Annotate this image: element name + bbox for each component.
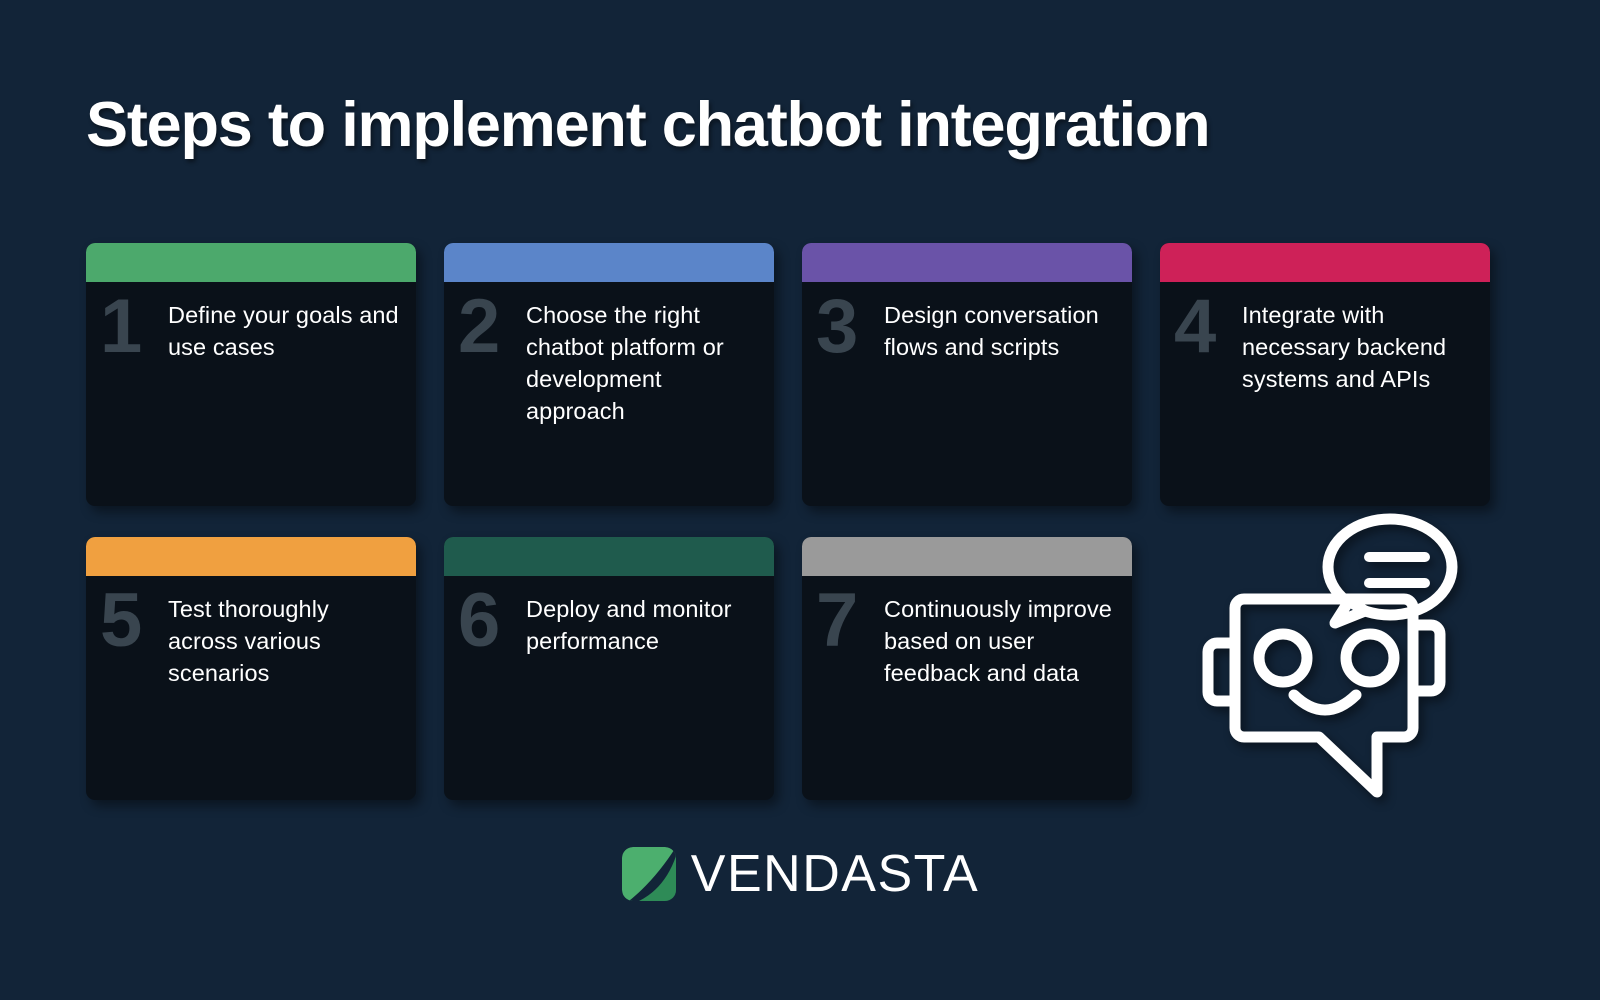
step-number: 7: [816, 578, 858, 663]
step-card-accent-bar: [802, 537, 1132, 576]
step-number: 4: [1174, 284, 1216, 369]
step-label: Design conversation flows and scripts: [884, 302, 1099, 360]
footer-logo: VENDASTA: [0, 846, 1600, 902]
step-label: Choose the right chatbot platform or dev…: [526, 302, 724, 424]
step-label: Integrate with necessary backend systems…: [1242, 302, 1447, 392]
step-card-1[interactable]: 1 Define your goals and use cases: [86, 243, 416, 506]
step-card-accent-bar: [1160, 243, 1490, 282]
speech-bubble-tail: [1329, 595, 1371, 629]
step-label: Test thoroughly across various scenarios: [168, 596, 329, 686]
step-card-accent-bar: [86, 537, 416, 576]
vendasta-mark-svg: [621, 847, 676, 901]
step-number: 5: [100, 578, 142, 663]
step-card-body: 3 Design conversation flows and scripts: [802, 282, 1132, 506]
step-label: Deploy and monitor performance: [526, 596, 732, 654]
robot-ear-left: [1202, 637, 1241, 707]
steps-row-1: 1 Define your goals and use cases 2 Choo…: [86, 243, 1494, 506]
vendasta-logo-mark: [621, 846, 677, 902]
robot-ear-right: [1407, 619, 1446, 697]
steps-grid: 1 Define your goals and use cases 2 Choo…: [86, 243, 1494, 800]
step-card-accent-bar: [444, 537, 774, 576]
step-label: Define your goals and use cases: [168, 302, 399, 360]
step-card-body: 7 Continuously improve based on user fee…: [802, 576, 1132, 800]
step-card-body: 4 Integrate with necessary backend syste…: [1160, 282, 1490, 506]
step-number: 6: [458, 578, 500, 663]
step-card-6[interactable]: 6 Deploy and monitor performance: [444, 537, 774, 800]
step-card-5[interactable]: 5 Test thoroughly across various scenari…: [86, 537, 416, 800]
steps-row-2: 5 Test thoroughly across various scenari…: [86, 537, 1494, 800]
step-card-body: 2 Choose the right chatbot platform or d…: [444, 282, 774, 506]
speech-bubble-icon: [1322, 513, 1458, 621]
step-card-body: 5 Test thoroughly across various scenari…: [86, 576, 416, 800]
page-title: Steps to implement chatbot integration: [86, 90, 1211, 160]
step-number: 3: [816, 284, 858, 369]
step-card-accent-bar: [802, 243, 1132, 282]
robot-eye-left: [1253, 628, 1313, 688]
step-card-accent-bar: [86, 243, 416, 282]
chatbot-robot-icon: [1163, 495, 1473, 805]
step-card-body: 6 Deploy and monitor performance: [444, 576, 774, 800]
step-card-7[interactable]: 7 Continuously improve based on user fee…: [802, 537, 1132, 800]
step-label: Continuously improve based on user feedb…: [884, 596, 1112, 686]
step-card-3[interactable]: 3 Design conversation flows and scripts: [802, 243, 1132, 506]
step-card-4[interactable]: 4 Integrate with necessary backend syste…: [1160, 243, 1490, 506]
step-number: 1: [100, 284, 142, 369]
step-number: 2: [458, 284, 500, 369]
step-card-accent-bar: [444, 243, 774, 282]
robot-head-body: [1229, 593, 1419, 798]
robot-eye-right: [1340, 628, 1400, 688]
step-card-body: 1 Define your goals and use cases: [86, 282, 416, 506]
brand-wordmark: VENDASTA: [690, 845, 980, 903]
step-card-2[interactable]: 2 Choose the right chatbot platform or d…: [444, 243, 774, 506]
robot-smile: [1288, 689, 1362, 716]
chatbot-robot-svg: [1202, 513, 1458, 798]
